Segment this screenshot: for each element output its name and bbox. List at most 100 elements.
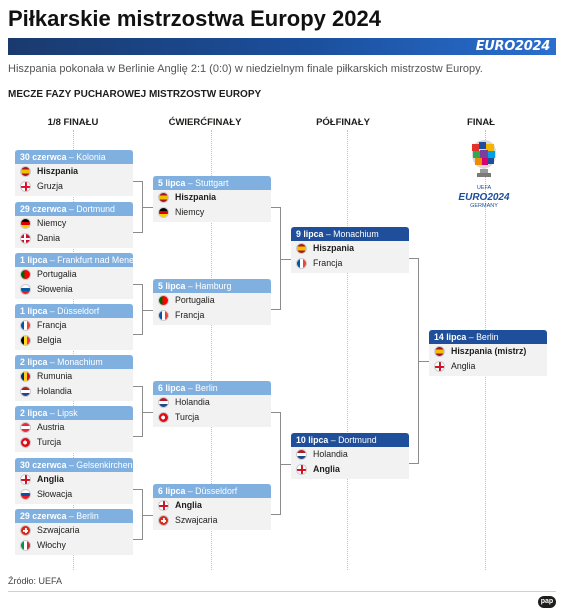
team-name: Dania — [37, 233, 60, 243]
bracket-connector-stub — [143, 309, 153, 311]
team-name: Słowenia — [37, 284, 73, 294]
match-city: Hamburg — [195, 281, 232, 291]
team-name: Niemcy — [175, 207, 205, 217]
match-city: Berlin — [476, 332, 499, 342]
team-row: Anglia — [153, 498, 271, 513]
team-row: Dania — [15, 231, 133, 246]
flag-por-icon — [158, 295, 169, 306]
team-row: Hiszpania — [153, 190, 271, 205]
flag-svn-icon — [20, 284, 31, 295]
flag-aut-icon — [20, 422, 31, 433]
team-row: Włochy — [15, 538, 133, 553]
bracket-connector — [409, 258, 419, 464]
match-city: Stuttgart — [195, 178, 229, 188]
team-name: Gruzja — [37, 181, 63, 191]
column-header-final: FINAŁ — [467, 117, 495, 128]
column-header-quarterfinals: ĆWIERĆFINAŁY — [168, 117, 242, 128]
column-header-semifinals: PÓŁFINAŁY — [316, 117, 370, 128]
match-date: 1 lipca — [20, 255, 48, 265]
team-row: Francja — [153, 308, 271, 323]
team-name: Anglia — [37, 474, 64, 484]
team-row: Francja — [291, 256, 409, 271]
match-city: Monachium — [333, 229, 379, 239]
team-name: Hiszpania — [313, 243, 355, 253]
team-name: Anglia — [451, 361, 476, 371]
team-name: Włochy — [37, 540, 66, 550]
match-city: Dortmund — [338, 435, 377, 445]
flag-eng-icon — [158, 500, 169, 511]
flag-tur-icon — [20, 437, 31, 448]
trophy-icon — [471, 140, 497, 177]
match-header: 1 lipca – Frankfurt nad Menem — [15, 253, 133, 267]
euro2024-logo: UEFA EURO2024 GERMANY — [456, 138, 512, 212]
bracket-connector — [271, 207, 281, 310]
team-name: Holandia — [313, 449, 348, 459]
logo-euro-text: EURO2024 — [458, 192, 510, 203]
team-row: Holandia — [15, 384, 133, 399]
match-separator: – — [185, 486, 196, 496]
flag-ita-icon — [20, 540, 31, 551]
team-row: Belgia — [15, 333, 133, 348]
title-banner: EURO2024 — [8, 38, 556, 55]
flag-fra-icon — [20, 320, 31, 331]
team-name: Turcja — [37, 437, 62, 447]
match-header: 10 lipca – Dortmund — [291, 433, 409, 447]
team-name: Belgia — [37, 335, 62, 345]
team-name: Hiszpania (mistrz) — [451, 346, 527, 356]
match-date: 6 lipca — [158, 383, 186, 393]
flag-ger-icon — [158, 207, 169, 218]
match-header: 30 czerwca – Gelsenkirchen — [15, 458, 133, 472]
match-separator: – — [66, 204, 77, 214]
team-row: Holandia — [291, 447, 409, 462]
subtitle: Hiszpania pokonała w Berlinie Anglię 2:1… — [8, 63, 483, 75]
flag-eng-icon — [434, 361, 445, 372]
bracket-connector-stub — [419, 361, 429, 362]
match-separator: – — [328, 435, 339, 445]
flag-den-icon — [20, 233, 31, 244]
match-header: 9 lipca – Monachium — [291, 227, 409, 241]
team-row: Hiszpania — [291, 241, 409, 256]
flag-esp-icon — [296, 243, 307, 254]
match-date: 10 lipca — [296, 435, 329, 445]
flag-esp-icon — [20, 166, 31, 177]
flag-bel-icon — [20, 335, 31, 346]
flag-svk-icon — [20, 489, 31, 500]
match-header: 29 czerwca – Dortmund — [15, 202, 133, 216]
bracket-connector-stub — [143, 411, 153, 413]
team-row: Niemcy — [153, 205, 271, 220]
match-header: 5 lipca – Stuttgart — [153, 176, 271, 190]
match-city: Düsseldorf — [57, 306, 100, 316]
team-name: Holandia — [37, 386, 72, 396]
match-city: Gelsenkirchen — [76, 460, 133, 470]
bracket-connector — [133, 386, 143, 437]
team-name: Anglia — [175, 500, 202, 510]
flag-ned-icon — [296, 449, 307, 460]
bracket-connector — [271, 412, 281, 515]
team-row: Gruzja — [15, 179, 133, 194]
match-date: 14 lipca — [434, 332, 467, 342]
match-header: 6 lipca – Berlin — [153, 381, 271, 395]
team-name: Słowacja — [37, 489, 73, 499]
bracket-connector — [133, 181, 143, 233]
logo-germany-text: GERMANY — [470, 203, 498, 209]
match-header: 1 lipca – Düsseldorf — [15, 304, 133, 318]
match-city: Lipsk — [57, 408, 78, 418]
match-separator: – — [47, 255, 58, 265]
team-row: Austria — [15, 420, 133, 435]
euro2024-banner-logo: EURO2024 — [475, 39, 551, 54]
flag-tur-icon — [158, 412, 169, 423]
flag-sui-icon — [20, 525, 31, 536]
flag-eng-icon — [20, 474, 31, 485]
team-name: Szwajcaria — [175, 515, 218, 525]
flag-sui-icon — [158, 515, 169, 526]
flag-esp-icon — [434, 346, 445, 357]
match-date: 5 lipca — [158, 281, 186, 291]
